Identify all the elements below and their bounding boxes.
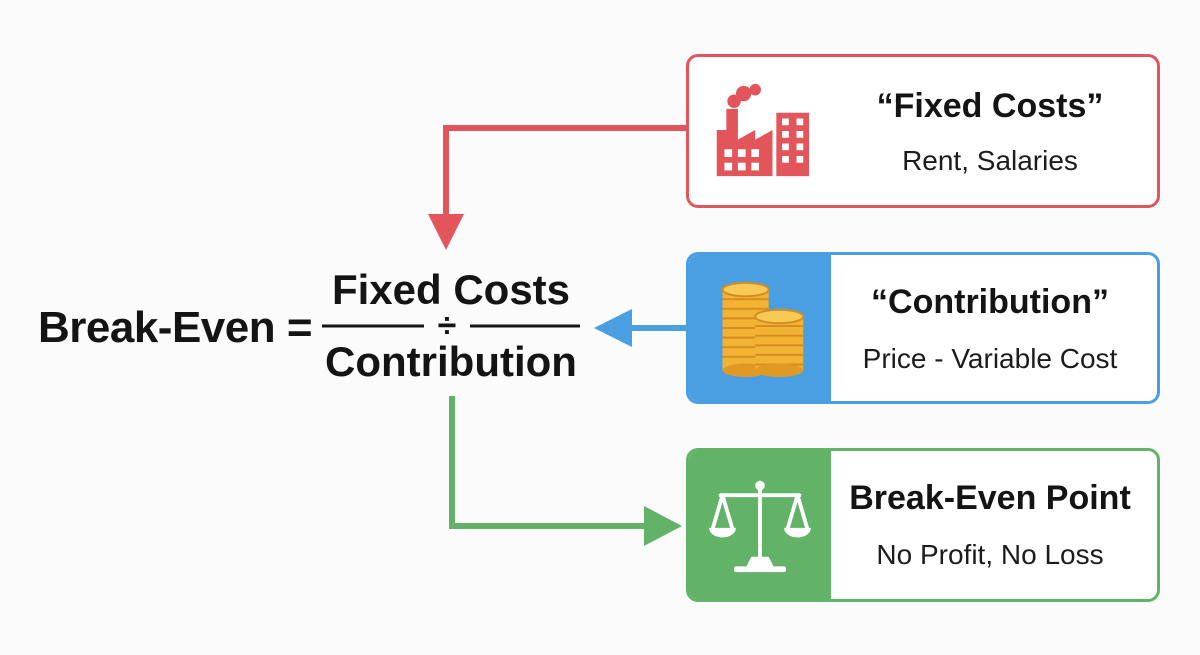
formula-operator: ÷ [437,307,457,345]
arrow-denominator-to-break-even [449,396,650,529]
formula-label: Break-Even = [38,303,313,352]
formula-denominator: Contribution [325,338,577,385]
balance-scale-icon [709,480,811,573]
break-even-card: Break-Even Point No Profit, No Loss [686,448,1160,602]
coins-icon [721,281,805,377]
fixed-costs-title: “Fixed Costs” [876,87,1104,125]
arrow-fixed-head [428,214,464,250]
break-even-icon-panel [689,451,831,599]
fixed-costs-card: “Fixed Costs” Rent, Salaries [686,54,1160,208]
contribution-card: “Contribution” Price - Variable Cost [686,252,1160,404]
contribution-icon-panel [689,255,831,401]
contribution-title: “Contribution” [871,283,1109,321]
arrow-break-even-head [644,506,682,546]
arrow-contribution-head [594,309,632,347]
contribution-subtitle: Price - Variable Cost [862,343,1118,374]
fixed-costs-subtitle: Rent, Salaries [902,145,1078,176]
break-even-subtitle: No Profit, No Loss [876,539,1104,570]
formula-numerator: Fixed Costs [331,266,571,313]
arrow-fixed-to-numerator [443,125,686,218]
break-even-title: Break-Even Point [849,479,1131,517]
factory-icon [716,83,810,177]
